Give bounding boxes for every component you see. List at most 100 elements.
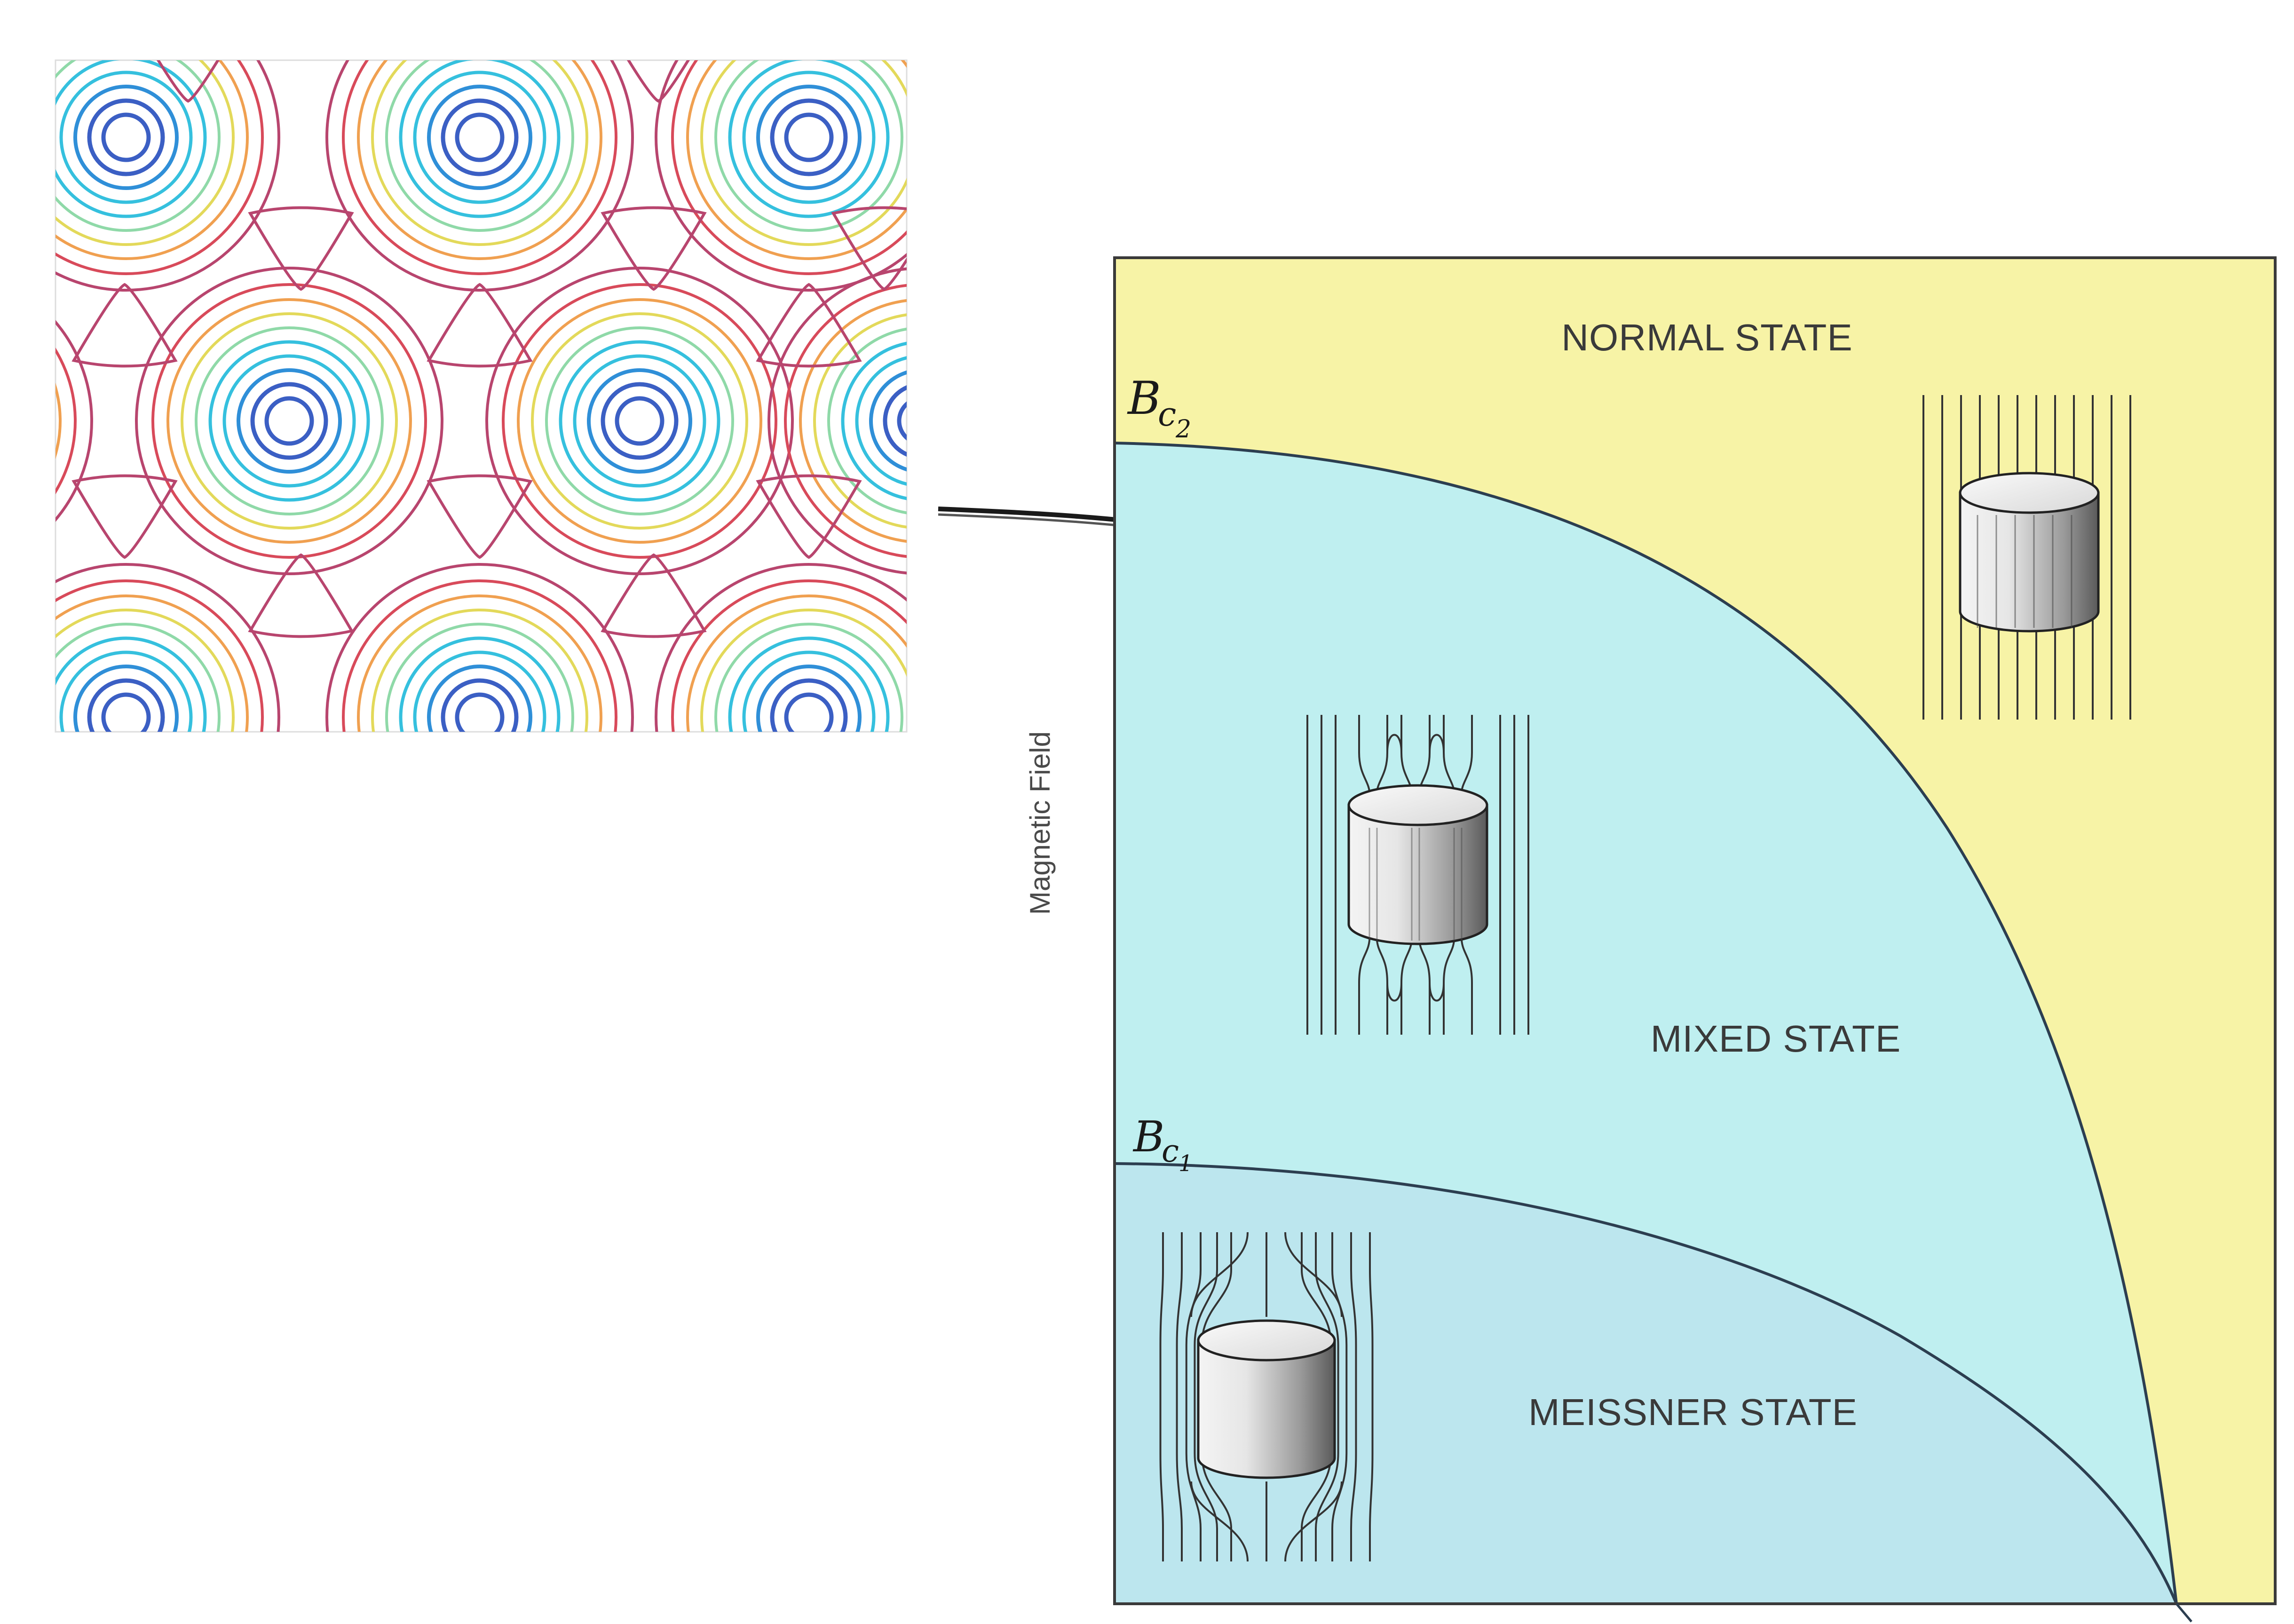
- field-line-icon: [1977, 515, 2073, 628]
- vortex-contour-ring: [869, 370, 907, 472]
- saddle-contour: [601, 206, 707, 291]
- saddle-contour: [601, 553, 707, 638]
- vortex-contour-ring: [399, 60, 561, 218]
- vortex-contour-ring: [714, 60, 903, 232]
- flux-tube-line: [1429, 982, 1445, 1002]
- vortex-contour-ring: [181, 312, 398, 530]
- saddle-contour: [71, 283, 178, 368]
- vortex-contour-ring: [0, 314, 46, 528]
- saddle-contour: [427, 474, 533, 559]
- vortex-contour-ring: [686, 594, 907, 732]
- vortex-contour-ring: [671, 60, 907, 275]
- cylinder-sample-icon: [1197, 1319, 1336, 1479]
- vortex-contour-ring: [151, 283, 427, 559]
- saddle-contour: [248, 553, 354, 638]
- vortex-contour-ring: [427, 85, 532, 190]
- vortex-contour-ring: [325, 563, 634, 732]
- field-line: [1331, 1232, 1348, 1561]
- field-line: [1190, 1232, 1249, 1317]
- vortex-contour-ring: [883, 385, 907, 457]
- vortex-contour-ring: [208, 340, 370, 502]
- vortex-contour-ring: [55, 579, 264, 732]
- vortex-contour-ring: [55, 609, 235, 732]
- vortex-contour-ring: [441, 678, 519, 732]
- vortex-contour-ring: [728, 60, 890, 218]
- field-line: [1369, 1232, 1374, 1561]
- vortex-contour-ring: [587, 368, 692, 474]
- vortex-contour-ring: [855, 356, 907, 486]
- vortex-contour-ring: [55, 60, 264, 275]
- bc1-label: B c 1: [1132, 1112, 1193, 1177]
- field-line: [1185, 1232, 1202, 1561]
- vortex-contour-ring: [655, 563, 907, 732]
- vortex-contour-ring: [87, 98, 165, 176]
- vortex-contour-ring: [700, 609, 907, 732]
- vortex-contour-ring: [73, 665, 179, 732]
- vortex-contour-ring: [799, 299, 907, 543]
- vortex-contour-ring: [55, 320, 93, 522]
- vortex-contour-ring: [601, 382, 679, 460]
- vortex-contour-ring: [371, 609, 588, 732]
- meissner-state-illustration: [1159, 1232, 1374, 1562]
- vortex-contour-ring: [73, 85, 179, 190]
- field-line: [1284, 1232, 1343, 1317]
- phase-diagram: NORMAL STATE MIXED STATE MEISSNER STATE …: [1024, 256, 2277, 1623]
- saddle-contour: [756, 474, 862, 559]
- mixed-state-label: MIXED STATE: [1651, 1018, 1901, 1060]
- vortex-contour-ring: [897, 401, 907, 441]
- field-line: [1350, 1232, 1357, 1561]
- diagram-frame: [1113, 256, 2277, 1605]
- vortex-contour-ring: [55, 636, 207, 732]
- saddle-contour: [831, 206, 907, 291]
- field-line: [1190, 1481, 1249, 1562]
- vortex-contour-ring: [55, 60, 221, 232]
- field-line-icon: [1306, 715, 1529, 1035]
- vortex-contour-ring: [714, 623, 903, 732]
- vortex-contour-ring: [385, 60, 574, 232]
- vortex-contour-ring: [87, 678, 165, 732]
- vortex-contour-ring: [55, 60, 207, 218]
- vortex-contour-ring: [55, 563, 280, 732]
- vortex-contour-ring: [101, 112, 151, 162]
- vortex-contour-ring: [700, 60, 907, 246]
- bc1-index: 1: [1179, 1150, 1193, 1177]
- vortex-contour-ring: [55, 594, 249, 732]
- normal-state-illustration: [1922, 395, 2131, 720]
- vortex-contour-ring: [237, 368, 342, 474]
- vortex-contour-ring: [455, 112, 505, 162]
- vortex-contour-ring: [545, 326, 734, 515]
- vortex-contour-ring: [264, 396, 314, 446]
- vortex-contour-ring: [531, 312, 748, 530]
- vortex-contour-ring: [55, 60, 280, 292]
- vortex-contour-ring: [441, 98, 519, 176]
- vortex-contour-ring: [135, 267, 443, 575]
- vortex-contour-ring: [342, 60, 617, 275]
- vortex-contour-ring: [222, 354, 356, 488]
- vortex-contour-ring: [399, 636, 561, 732]
- vortex-contour-ring: [342, 579, 617, 732]
- vortex-contour-ring: [385, 623, 574, 732]
- vortex-contour-ring: [455, 692, 505, 732]
- mixed-state-illustration: [1306, 715, 1529, 1035]
- bc1-boundary-curve: [1114, 1162, 2178, 1605]
- vortex-contour-ring: [55, 60, 235, 246]
- vortex-contour-ring: [55, 382, 62, 459]
- vortex-contour-ring: [325, 60, 634, 292]
- field-line: [1176, 1232, 1183, 1561]
- saddle-contour: [248, 206, 354, 291]
- vortex-contour-ring: [55, 60, 249, 260]
- field-line: [1284, 1481, 1343, 1562]
- field-line: [1194, 1232, 1218, 1561]
- vortex-contour-ring: [686, 60, 907, 260]
- cylinder-sample-icon: [1959, 472, 2100, 633]
- vortex-contour-ring: [770, 98, 848, 176]
- vortex-contour-ring: [517, 298, 762, 544]
- vortex-contour-ring: [59, 71, 193, 204]
- vortex-contour-ring: [827, 327, 907, 515]
- vortex-contour-ring: [502, 283, 777, 559]
- vortex-contour-ring: [413, 71, 546, 204]
- bc2-subscript: c: [1158, 395, 1176, 434]
- vortex-contour-ring: [427, 665, 532, 732]
- bc2-boundary-curve: [1114, 442, 2178, 1604]
